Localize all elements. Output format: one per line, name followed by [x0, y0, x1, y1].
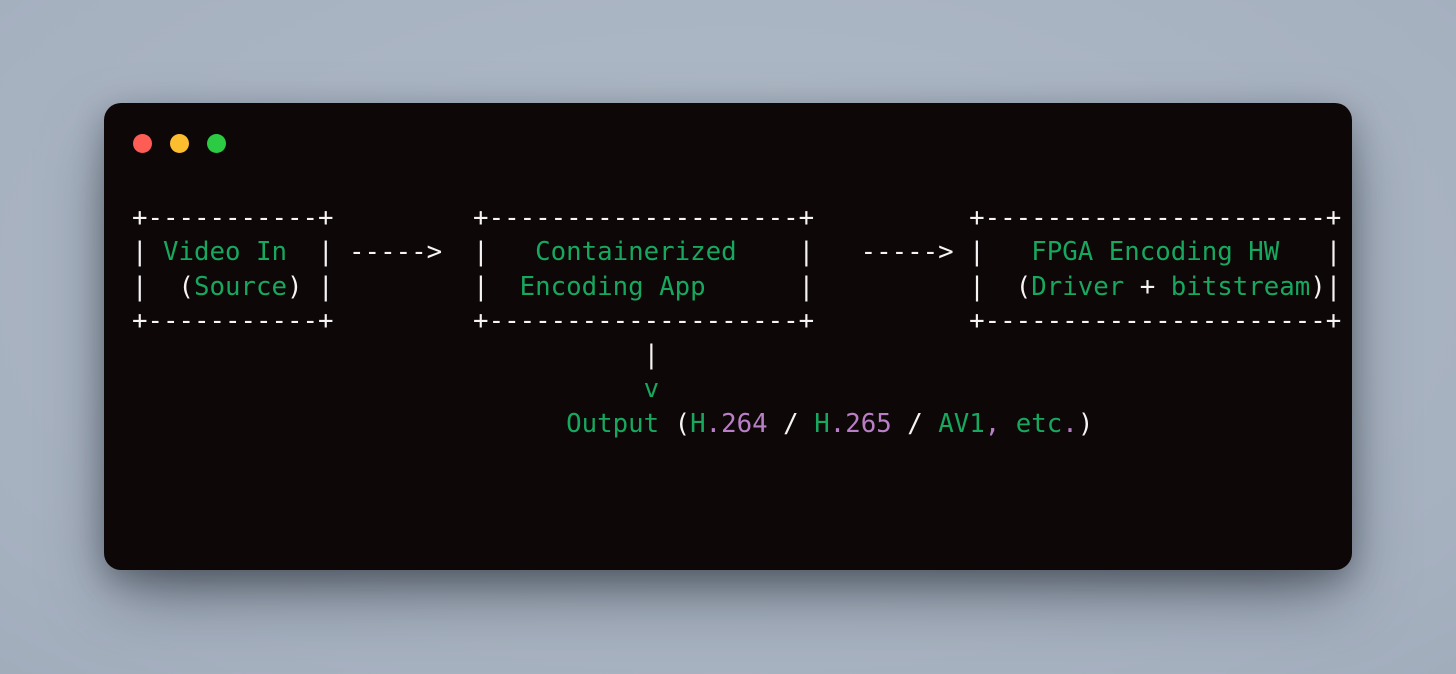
- terminal-window: +-----------+ +--------------------+ +--…: [104, 103, 1352, 570]
- close-button[interactable]: [133, 134, 152, 153]
- minimize-button[interactable]: [170, 134, 189, 153]
- window-titlebar[interactable]: [104, 103, 1352, 153]
- zoom-button[interactable]: [207, 134, 226, 153]
- ascii-diagram: +-----------+ +--------------------+ +--…: [132, 203, 1342, 439]
